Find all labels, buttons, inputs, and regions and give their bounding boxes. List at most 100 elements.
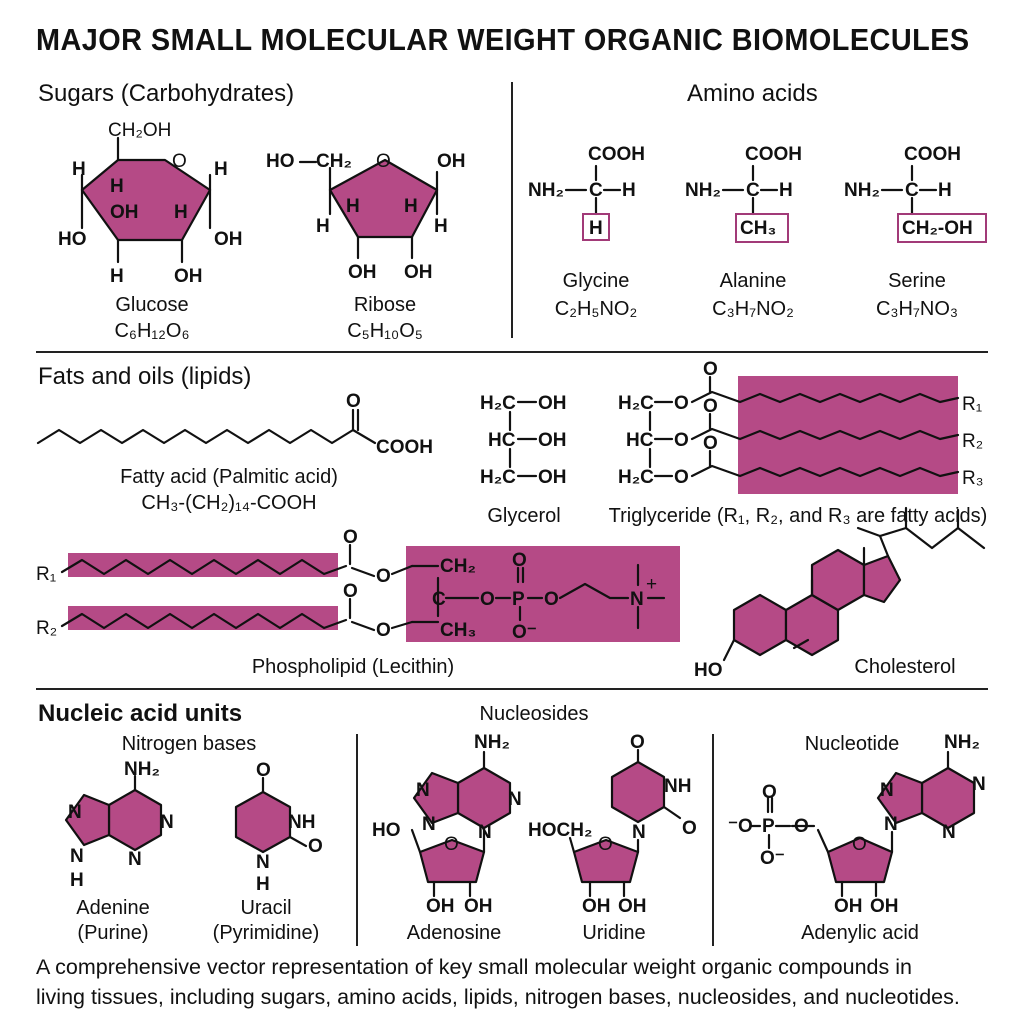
section-nucleic: Nucleic acid units	[38, 700, 243, 727]
svg-text:N: N	[160, 812, 174, 833]
svg-text:HC: HC	[488, 430, 516, 451]
serine-name: Serine	[888, 270, 946, 292]
serine-structure: COOH NH₂ C H CH₂-OH	[844, 144, 987, 243]
footer-line-2: living tissues, including sugars, amino …	[36, 985, 960, 1009]
svg-text:O: O	[376, 151, 391, 172]
svg-text:COOH: COOH	[745, 144, 802, 165]
serine-formula: C₃H₇NO₃	[875, 298, 959, 320]
divider-bases-nucleosides	[356, 734, 358, 946]
ribose-formula: C₅H₁₀O₅	[347, 320, 423, 342]
label-nucleosides: Nucleosides	[479, 703, 589, 725]
svg-text:NH₂: NH₂	[124, 759, 160, 780]
footer-caption: A comprehensive vector representation of…	[36, 952, 996, 1012]
svg-text:O: O	[703, 359, 718, 380]
svg-text:O: O	[674, 467, 689, 488]
adenylic-name: Adenylic acid	[801, 922, 919, 944]
svg-text:R₁: R₁	[962, 394, 982, 415]
svg-text:N: N	[632, 822, 646, 843]
svg-text:OH: OH	[426, 896, 455, 917]
svg-text:N: N	[256, 852, 270, 873]
svg-text:N: N	[70, 846, 84, 867]
section-amino-acids: Amino acids	[687, 80, 818, 107]
svg-text:O: O	[852, 834, 867, 855]
svg-text:NH₂: NH₂	[528, 180, 564, 201]
svg-text:O: O	[674, 393, 689, 414]
divider-sugars-amino	[511, 82, 513, 338]
triglyceride-name: Triglyceride (R₁, R₂, and R₃ are fatty a…	[608, 505, 988, 527]
svg-text:H: H	[110, 266, 124, 287]
svg-text:H: H	[214, 159, 228, 180]
glycine-name: Glycine	[562, 270, 630, 292]
svg-text:O: O	[376, 620, 391, 641]
svg-text:OH: OH	[214, 229, 243, 250]
svg-text:OH: OH	[538, 430, 567, 451]
svg-text:C: C	[589, 180, 603, 201]
svg-text:O: O	[630, 732, 645, 753]
svg-text:HO: HO	[372, 820, 401, 841]
svg-text:H₂C: H₂C	[618, 467, 654, 488]
glucose-structure: CH₂OH O H HO H OH H OH H H OH	[58, 120, 243, 287]
phospholipid-structure: R₁ R₂ O O O O CH₂ C CH₃ O P O O⁻ O N +	[36, 527, 680, 643]
svg-text:N: N	[972, 774, 986, 795]
svg-text:NH₂: NH₂	[685, 180, 721, 201]
svg-text:H: H	[72, 159, 86, 180]
uracil-structure: O NH O N H	[234, 760, 323, 895]
svg-text:OH: OH	[404, 262, 433, 283]
svg-text:N: N	[630, 589, 644, 610]
svg-text:N: N	[128, 849, 142, 870]
svg-text:O: O	[256, 760, 271, 781]
uracil-class: (Pyrimidine)	[212, 922, 320, 944]
svg-text:HO: HO	[266, 151, 295, 172]
svg-text:OH: OH	[618, 896, 647, 917]
svg-text:CH₂: CH₂	[440, 556, 476, 577]
adenosine-structure: NH₂ N N N N O HO OH OH	[372, 732, 522, 917]
svg-text:HO: HO	[58, 229, 87, 250]
svg-text:H₂C: H₂C	[480, 393, 516, 414]
svg-text:COOH: COOH	[376, 437, 433, 458]
triglyceride-structure: H₂C O HC O H₂C O O O O R₁ R₂ R₃	[618, 359, 983, 494]
svg-text:H₂C: H₂C	[618, 393, 654, 414]
svg-text:HO: HO	[694, 660, 723, 681]
svg-text:O: O	[308, 836, 323, 857]
glucose-name: Glucose	[115, 294, 189, 316]
svg-text:OH: OH	[464, 896, 493, 917]
svg-text:C: C	[905, 180, 919, 201]
svg-text:N: N	[942, 822, 956, 843]
svg-text:H: H	[316, 216, 330, 237]
divider-row1	[36, 351, 988, 353]
svg-text:OH: OH	[582, 896, 611, 917]
ribose-name: Ribose	[353, 294, 417, 316]
svg-text:P: P	[762, 816, 775, 837]
phospholipid-name: Phospholipid (Lecithin)	[251, 656, 455, 678]
svg-text:NH₂: NH₂	[844, 180, 880, 201]
alanine-name: Alanine	[719, 270, 787, 292]
footer-line-1: A comprehensive vector representation of…	[36, 955, 912, 979]
alanine-side-chain: CH₃	[740, 218, 776, 239]
section-lipids: Fats and oils (lipids)	[38, 363, 252, 390]
svg-text:H: H	[434, 216, 448, 237]
glycine-formula: C₂H₅NO₂	[554, 298, 638, 320]
svg-text:C: C	[746, 180, 760, 201]
svg-text:C: C	[432, 589, 446, 610]
svg-text:N: N	[416, 780, 430, 801]
label-nucleotide: Nucleotide	[804, 733, 900, 755]
svg-text:O: O	[376, 566, 391, 587]
svg-text:O: O	[598, 834, 613, 855]
svg-text:O: O	[682, 818, 697, 839]
svg-text:O: O	[512, 550, 527, 571]
fatty-acid-name: Fatty acid (Palmitic acid)	[120, 466, 338, 488]
svg-text:N: N	[422, 814, 436, 835]
svg-text:R₁: R₁	[36, 564, 56, 585]
svg-text:N: N	[508, 789, 522, 810]
svg-text:CH₃: CH₃	[440, 620, 476, 641]
svg-text:COOH: COOH	[904, 144, 961, 165]
adenosine-name: Adenosine	[406, 922, 502, 944]
svg-text:OH: OH	[870, 896, 899, 917]
uridine-name: Uridine	[582, 922, 646, 944]
svg-text:H: H	[779, 180, 793, 201]
svg-text:O: O	[544, 589, 559, 610]
fatty-acid-formula: CH₃-(CH₂)₁₄-COOH	[141, 492, 317, 514]
svg-text:H: H	[256, 874, 270, 895]
glycine-structure: COOH NH₂ C H H	[528, 144, 645, 241]
